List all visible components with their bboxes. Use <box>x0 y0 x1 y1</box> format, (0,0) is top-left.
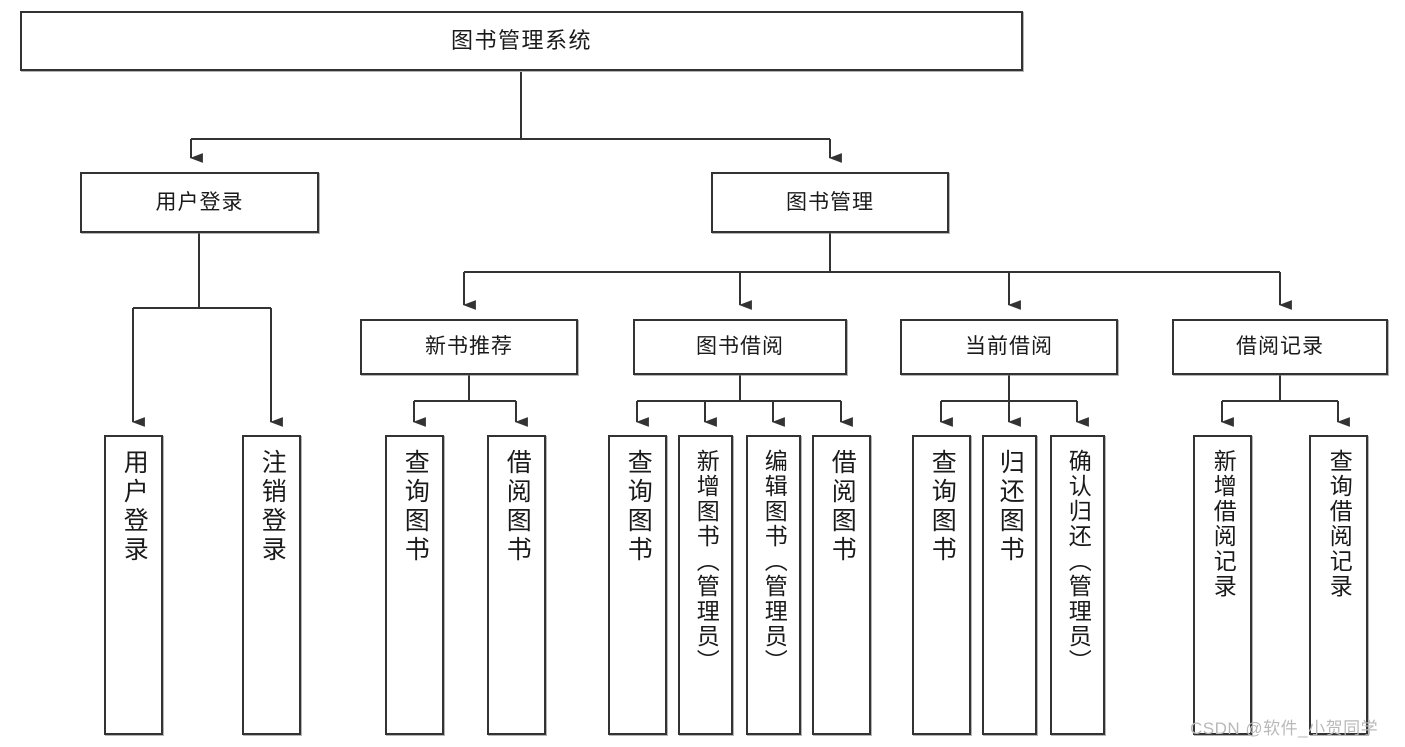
node-label: 用户登录 <box>120 449 149 565</box>
node-label: 查询图书 <box>624 449 653 565</box>
node-book-borrow[interactable]: 图书借阅 <box>633 319 847 375</box>
node-current-borrow[interactable]: 当前借阅 <box>900 319 1118 375</box>
leaf-user-login[interactable]: 用户登录 <box>104 435 163 735</box>
node-label: 借阅图书 <box>828 449 857 565</box>
leaf-query-book-borrow[interactable]: 查询图书 <box>608 435 667 735</box>
leaf-add-book-admin[interactable]: 新增图书（管理员） <box>678 435 733 735</box>
node-label: 新增借阅记录 <box>1210 449 1237 599</box>
node-label: 当前借阅 <box>965 335 1053 359</box>
node-borrow-record[interactable]: 借阅记录 <box>1172 319 1388 375</box>
node-label: 用户登录 <box>155 190 244 214</box>
leaf-return-book[interactable]: 归还图书 <box>982 435 1037 735</box>
leaf-edit-book-admin[interactable]: 编辑图书（管理员） <box>746 435 801 735</box>
node-label: 注销登录 <box>258 449 287 565</box>
leaf-borrow-book-recommend[interactable]: 借阅图书 <box>487 435 546 735</box>
node-user-login[interactable]: 用户登录 <box>80 172 319 233</box>
node-label: 新书推荐 <box>425 335 513 359</box>
leaf-confirm-return-admin[interactable]: 确认归还（管理员） <box>1050 435 1105 735</box>
leaf-query-book-current[interactable]: 查询图书 <box>912 435 971 735</box>
node-label: 确认归还（管理员） <box>1065 449 1092 674</box>
leaf-add-borrow-record[interactable]: 新增借阅记录 <box>1193 435 1252 735</box>
node-label: 借阅图书 <box>503 449 532 565</box>
node-new-book-recommend[interactable]: 新书推荐 <box>360 319 578 375</box>
leaf-query-borrow-record[interactable]: 查询借阅记录 <box>1309 435 1368 735</box>
node-label: 编辑图书（管理员） <box>761 449 788 674</box>
node-label: 查询图书 <box>928 449 957 565</box>
leaf-borrow-book-borrow[interactable]: 借阅图书 <box>812 435 871 735</box>
node-book-management[interactable]: 图书管理 <box>711 172 949 233</box>
node-label: 图书借阅 <box>696 335 784 359</box>
node-label: 借阅记录 <box>1236 335 1324 359</box>
node-label: 图书管理系统 <box>450 27 592 53</box>
node-label: 新增图书（管理员） <box>693 449 720 674</box>
leaf-query-book-recommend[interactable]: 查询图书 <box>385 435 444 735</box>
node-label: 查询借阅记录 <box>1326 449 1353 599</box>
node-label: 图书管理 <box>786 190 874 214</box>
node-label: 查询图书 <box>401 449 430 565</box>
node-label: 归还图书 <box>996 449 1025 565</box>
node-root-book-management-system[interactable]: 图书管理系统 <box>20 11 1023 71</box>
leaf-logout-login[interactable]: 注销登录 <box>242 435 301 735</box>
